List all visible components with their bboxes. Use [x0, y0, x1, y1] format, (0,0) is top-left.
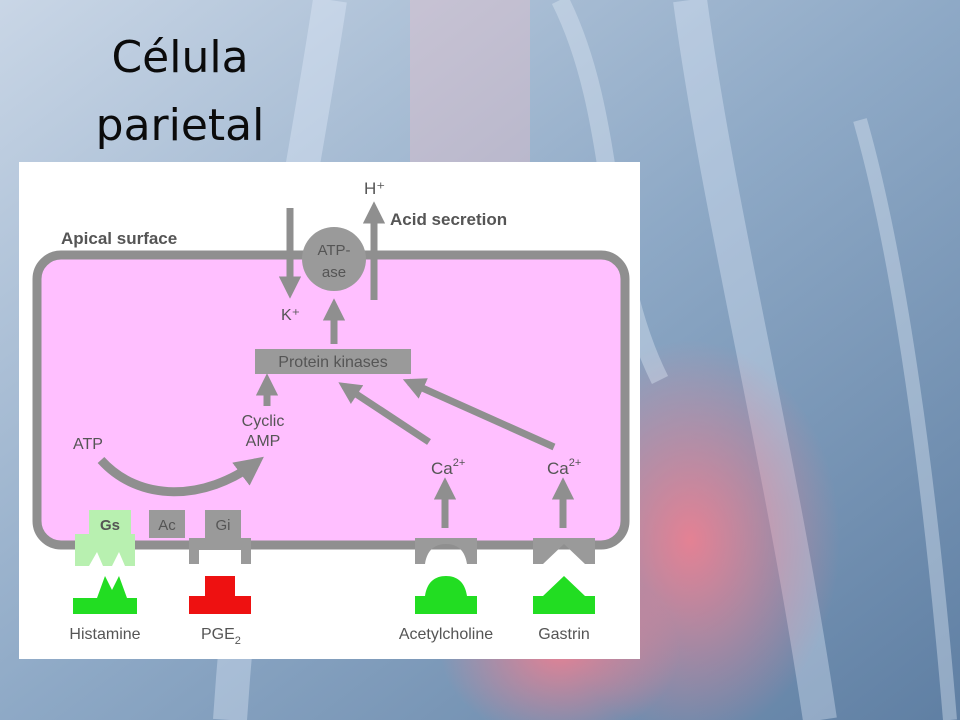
- protein-kinases-label: Protein kinases: [278, 354, 387, 371]
- ca-right-charge: 2+: [569, 457, 582, 469]
- gs-protein: [89, 510, 131, 538]
- ca-right-symbol: Ca: [547, 459, 569, 478]
- cyclic-amp-label-2: AMP: [246, 433, 281, 450]
- histamine-receptor: [75, 534, 135, 566]
- ca-right-to-kinase-arrow: [402, 378, 556, 451]
- pge-subscript: 2: [235, 635, 241, 647]
- slide-title-line-2: parietal: [95, 100, 265, 151]
- slide-title-line-1: Célula: [111, 32, 249, 83]
- ca-left-charge: 2+: [453, 457, 466, 469]
- k-ion-label: K⁺: [281, 307, 300, 324]
- acid-secretion-label: Acid secretion: [390, 210, 507, 229]
- atp-conversion-arrow: [97, 456, 264, 497]
- histamine-ligand: [73, 576, 137, 614]
- gs-label: Gs: [100, 517, 120, 534]
- acetylcholine-label: Acetylcholine: [399, 626, 493, 643]
- pge2-label: PGE2: [201, 626, 241, 647]
- ca-right-label: Ca2+: [547, 457, 581, 478]
- atpase-label-1: ATP-: [317, 242, 350, 259]
- h-ion-label: H⁺: [364, 179, 385, 198]
- ca-left-symbol: Ca: [431, 459, 453, 478]
- parietal-cell-diagram: Apical surface ATP- ase K⁺ H⁺ Acid secre…: [19, 162, 640, 659]
- gastrin-label: Gastrin: [538, 626, 590, 643]
- atpase-pump: [302, 227, 366, 291]
- ac-protein: [149, 510, 185, 538]
- acetylcholine-ligand: [415, 576, 477, 614]
- ca-left-label: Ca2+: [431, 457, 465, 478]
- gi-protein: [205, 510, 241, 538]
- gastrin-receptor: [533, 538, 595, 564]
- pge-receptor: [189, 538, 251, 564]
- atp-label: ATP: [73, 436, 103, 453]
- ac-label: Ac: [158, 517, 176, 534]
- pge2-ligand: [189, 576, 251, 614]
- acetylcholine-receptor: [415, 538, 477, 564]
- ca-left-to-kinase-arrow: [338, 382, 431, 445]
- protein-kinases-box: [255, 349, 411, 374]
- cell-membrane: [32, 250, 630, 550]
- pge-text: PGE: [201, 626, 235, 643]
- cyclic-amp-label-1: Cyclic: [242, 413, 285, 430]
- gastrin-ligand: [533, 576, 595, 614]
- histamine-label: Histamine: [69, 626, 140, 643]
- gi-label: Gi: [216, 517, 231, 534]
- apical-surface-label: Apical surface: [61, 229, 177, 248]
- atpase-label-2: ase: [322, 264, 346, 281]
